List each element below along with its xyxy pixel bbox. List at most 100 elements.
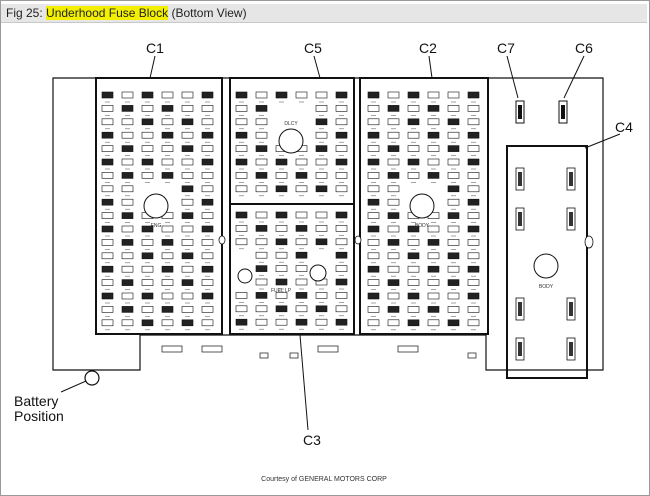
c1-fuse	[161, 172, 174, 179]
c2-fuse	[407, 91, 420, 99]
c5-fuse	[315, 172, 328, 179]
c3-fuse	[275, 292, 288, 299]
c3-fuse	[275, 225, 288, 232]
c3-fuse	[255, 265, 268, 272]
c5-fuse	[235, 105, 248, 112]
c5-fuse	[275, 91, 288, 99]
c1-fuse	[201, 172, 214, 179]
c5-fuse	[255, 158, 268, 166]
c1-fuse	[181, 198, 194, 206]
c1-fuse	[101, 131, 114, 139]
c1-fuse	[161, 131, 174, 139]
c1-fuse	[121, 306, 134, 313]
c1-fuse	[181, 252, 194, 260]
c3-fuse	[295, 305, 308, 313]
c1-fuse	[181, 105, 194, 112]
c3-fuse	[235, 211, 248, 219]
c2-fuse	[387, 292, 400, 300]
c2-fuse	[447, 185, 460, 193]
c1-fuse	[201, 118, 214, 126]
c7-label: C7	[497, 40, 515, 56]
c4-block	[506, 145, 588, 379]
c2-fuse	[367, 118, 380, 126]
c3-fuse	[315, 211, 328, 219]
dlcy-module-label: DLCY	[284, 121, 298, 127]
c6-connector-pin	[561, 105, 565, 119]
c5-fuse	[335, 172, 348, 179]
c1-fuse	[101, 306, 114, 313]
c2-fuse	[467, 239, 480, 246]
c3-fuse	[295, 265, 308, 272]
c2-fuse	[447, 158, 460, 166]
c1-fuse	[201, 145, 214, 152]
c2-fuse	[407, 252, 420, 260]
c2-fuse	[447, 265, 460, 273]
c2-fuse	[407, 118, 420, 126]
c1-fuse	[101, 198, 114, 206]
c2-fuse	[387, 306, 400, 313]
c2-fuse	[367, 239, 380, 246]
c3-fuse	[255, 211, 268, 219]
c2-fuse	[467, 265, 480, 273]
c1-fuse	[141, 105, 154, 112]
c1-fuse	[101, 239, 114, 246]
c2-fuse	[367, 145, 380, 152]
c1-fuse	[101, 225, 114, 233]
c2-fuse	[467, 292, 480, 300]
c5-fuse	[315, 185, 328, 193]
figure-title-prefix: Fig 25:	[6, 6, 47, 20]
c2-fuse	[447, 252, 460, 260]
c3-fuse	[295, 225, 308, 232]
c2-fuse	[447, 212, 460, 219]
c5-fuse	[255, 118, 268, 126]
battery-position-marker	[84, 370, 100, 386]
c1-fuse	[121, 239, 134, 246]
c1-fuse	[201, 198, 214, 206]
c3-fuse	[295, 211, 308, 219]
c1-fuse	[181, 131, 194, 139]
c2-fuse	[447, 306, 460, 313]
c5-fuse	[335, 185, 348, 193]
c2-fuse	[427, 118, 440, 126]
c1-fuse	[161, 145, 174, 152]
c1-fuse	[101, 319, 114, 327]
c3-fuse	[335, 305, 348, 313]
c2-fuse	[367, 91, 380, 99]
right-mount-tab	[584, 235, 594, 249]
c2-fuse	[467, 225, 480, 233]
c3-fuse	[235, 318, 248, 326]
c1-fuse	[141, 292, 154, 300]
c2-fuse	[447, 91, 460, 99]
c2-fuse	[467, 198, 480, 206]
c2-fuse	[467, 118, 480, 126]
c1-fuse	[101, 212, 114, 219]
c1-fuse	[141, 91, 154, 99]
c1-fuse	[141, 145, 154, 152]
c2-fuse	[367, 265, 380, 273]
left-mount-tab	[218, 235, 226, 245]
c1-fuse	[201, 185, 214, 193]
c2-fuse	[407, 239, 420, 246]
c1-fuse	[201, 319, 214, 327]
leader-lines	[60, 55, 621, 431]
c2-fuse	[467, 185, 480, 193]
c5-fuse	[335, 158, 348, 166]
eng-module-label: ENG	[151, 223, 162, 229]
c2-fuse	[387, 319, 400, 327]
c1-fuse	[121, 252, 134, 260]
c5-fuse	[315, 158, 328, 166]
c1-fuse	[181, 265, 194, 273]
c5-fuse	[315, 145, 328, 152]
c3-fuse	[275, 238, 288, 246]
fuse-grids	[101, 91, 480, 331]
c3-fuse	[335, 278, 348, 286]
c3-fuse	[235, 238, 248, 246]
c2-fuse	[427, 225, 440, 233]
c5-fuse	[295, 185, 308, 193]
c3-fuse	[275, 251, 288, 259]
c2-fuse	[407, 319, 420, 327]
c3-fuse	[275, 265, 288, 272]
c1-fuse	[141, 172, 154, 179]
c5-fuse	[255, 131, 268, 139]
